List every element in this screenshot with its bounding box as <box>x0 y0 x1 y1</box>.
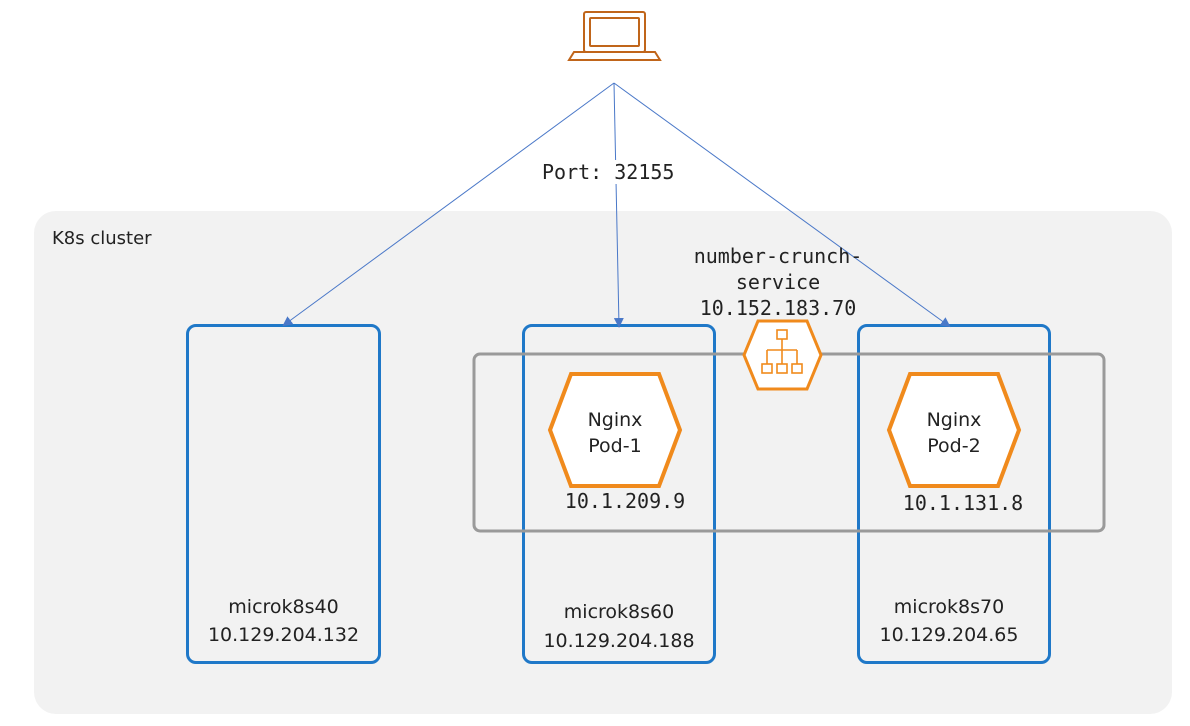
arrow-to-microk8s40 <box>282 82 615 327</box>
service-name-line1: number-crunch- <box>693 244 863 268</box>
pod-2-line2: Pod-2 <box>927 435 981 457</box>
arrow-to-microk8s60 <box>613 82 624 328</box>
port-label: Port: 32155 <box>542 160 675 184</box>
service-network-icon[interactable] <box>742 319 823 391</box>
node-microk8s70[interactable] <box>857 324 1051 664</box>
pod-1-ip: 10.1.209.9 <box>564 489 686 513</box>
pod-2-hexagon[interactable] <box>886 372 1022 488</box>
node-microk8s70-name: microk8s70 <box>893 596 1005 618</box>
node-microk8s40-name: microk8s40 <box>228 596 339 618</box>
pod-2-line1: Nginx <box>926 409 982 431</box>
node-microk8s70-ip: 10.129.204.65 <box>879 624 1019 646</box>
pod-1-line1: Nginx <box>587 409 643 431</box>
service-name-line2: service <box>735 270 821 294</box>
pod-1-line2: Pod-1 <box>588 435 642 457</box>
arrow-to-microk8s70 <box>613 82 951 328</box>
node-microk8s40-ip: 10.129.204.132 <box>207 624 360 646</box>
pod-2-ip: 10.1.131.8 <box>902 491 1024 515</box>
laptop-icon[interactable] <box>567 11 662 61</box>
cluster-label: K8s cluster <box>52 228 152 249</box>
pod-1-hexagon[interactable] <box>547 372 683 488</box>
node-microk8s60-name: microk8s60 <box>563 601 675 623</box>
node-microk8s60-ip: 10.129.204.188 <box>543 630 695 652</box>
service-ip: 10.152.183.70 <box>699 296 857 320</box>
